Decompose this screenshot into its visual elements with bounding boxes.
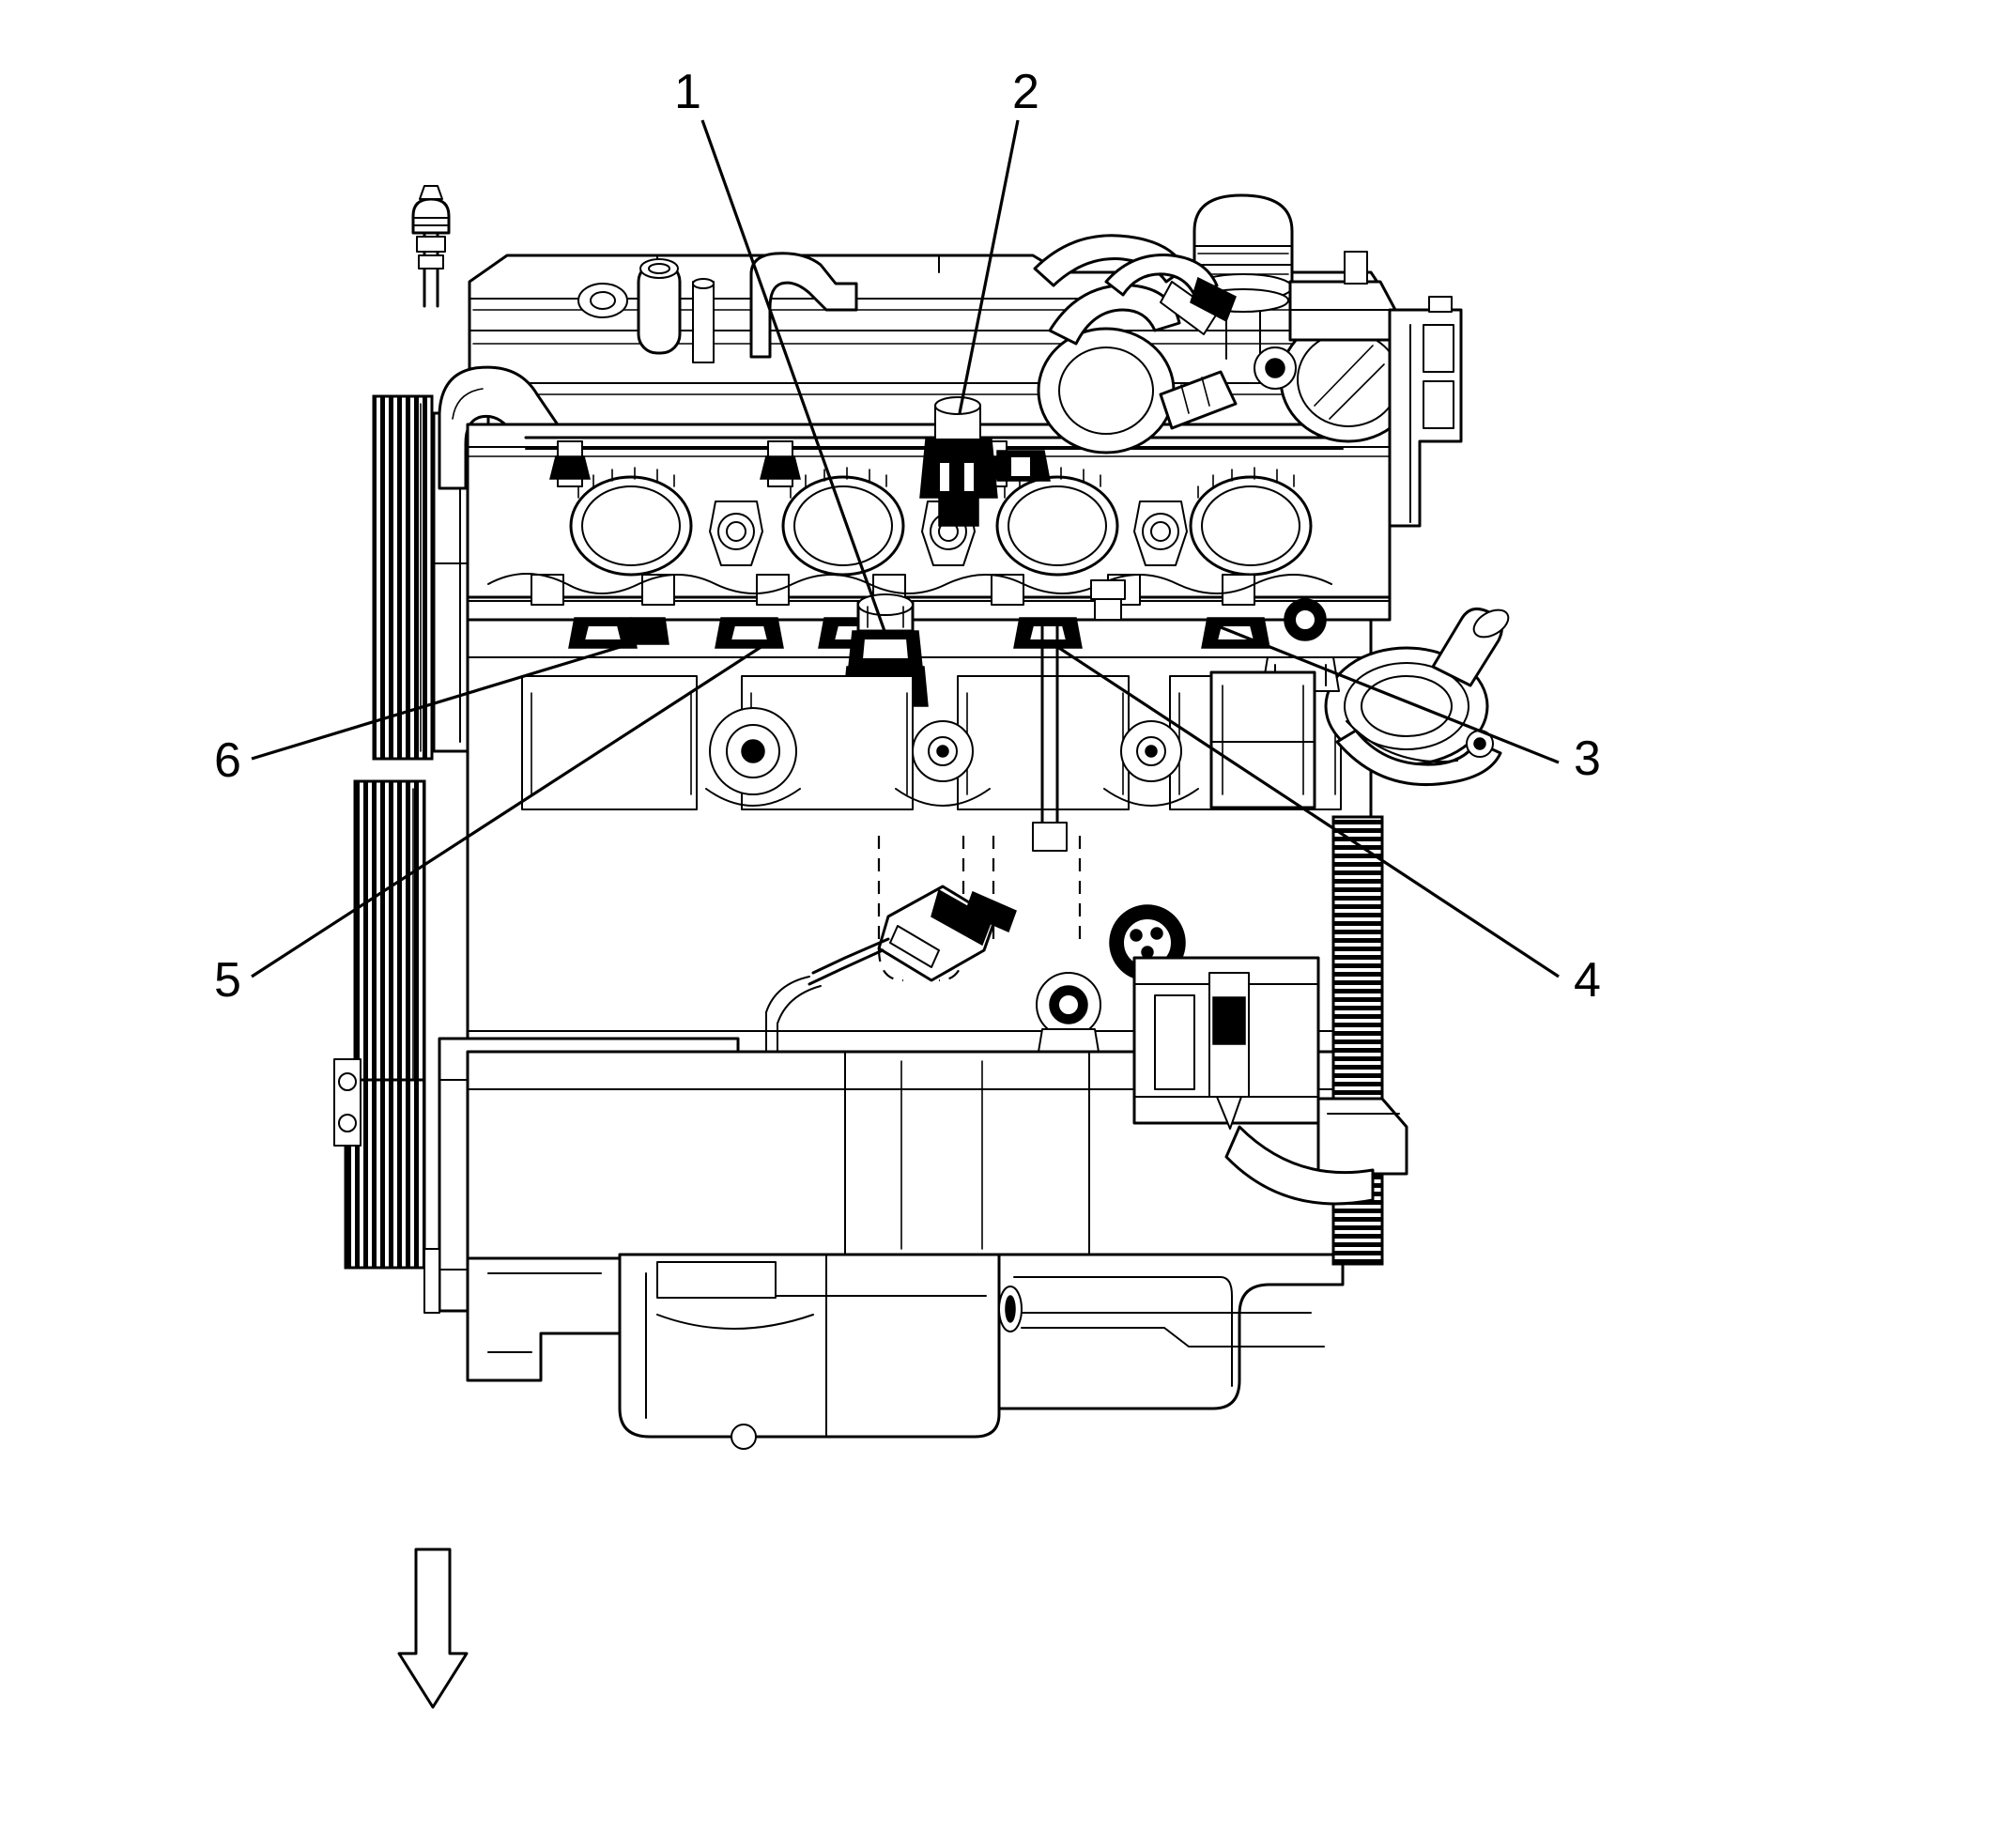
throttle-body bbox=[1254, 251, 1449, 443]
block-stud-row bbox=[1090, 579, 1126, 621]
pulley-hub bbox=[333, 1058, 362, 1147]
callout-label-6: 6 bbox=[214, 733, 241, 788]
block-boss-a bbox=[568, 617, 638, 649]
right-accessory-bracket bbox=[1388, 296, 1463, 528]
block-left-lower-casting bbox=[466, 1256, 622, 1382]
crankshaft-balancer-pulley bbox=[344, 779, 426, 1270]
leader-line-1 bbox=[700, 119, 886, 632]
coolant-outlet-housing bbox=[1324, 607, 1510, 787]
spark-plug-access-tube bbox=[577, 283, 628, 318]
leader-line-5 bbox=[251, 644, 763, 978]
block-boss-e bbox=[1013, 617, 1083, 649]
bellhousing-flange bbox=[997, 1253, 1345, 1410]
right-lower-cover bbox=[1224, 1097, 1408, 1206]
camshaft-position-actuator-solenoid bbox=[919, 396, 1051, 527]
callout-label-5: 5 bbox=[214, 953, 241, 1008]
callout-label-1: 1 bbox=[674, 65, 701, 119]
vehicle-front-direction-arrow bbox=[397, 1548, 469, 1709]
block-boss-c bbox=[715, 617, 784, 649]
leader-line-6 bbox=[251, 637, 649, 761]
starter-motor bbox=[1132, 956, 1320, 1130]
head-lower-rail bbox=[466, 573, 1392, 606]
block-boss-b bbox=[626, 617, 669, 645]
plug-boss bbox=[1036, 972, 1101, 1064]
leader-line-4 bbox=[1058, 646, 1560, 978]
block-right-rib bbox=[1209, 670, 1316, 809]
crankcase-breather-tube bbox=[411, 185, 451, 308]
callout-label-4: 4 bbox=[1574, 953, 1601, 1008]
engine-assembly bbox=[333, 185, 1510, 1450]
oil-pan bbox=[618, 1253, 1001, 1450]
cylinder-head-bolt-boss bbox=[709, 500, 1188, 566]
camshaft-cover-tubes bbox=[637, 252, 858, 363]
oil-level-indicator-tube bbox=[1032, 618, 1068, 852]
callout-label-3: 3 bbox=[1574, 732, 1601, 786]
wiring-harness-connector bbox=[765, 885, 1017, 1053]
ac-compressor-pulley bbox=[372, 394, 434, 761]
callout-label-2: 2 bbox=[1012, 65, 1039, 119]
callout-leader-lines bbox=[251, 119, 1560, 978]
leader-line-2 bbox=[958, 119, 1020, 414]
intake-manifold-runner bbox=[1037, 284, 1238, 454]
leader-line-3 bbox=[1220, 625, 1560, 764]
vacuum-hose bbox=[1033, 234, 1237, 335]
